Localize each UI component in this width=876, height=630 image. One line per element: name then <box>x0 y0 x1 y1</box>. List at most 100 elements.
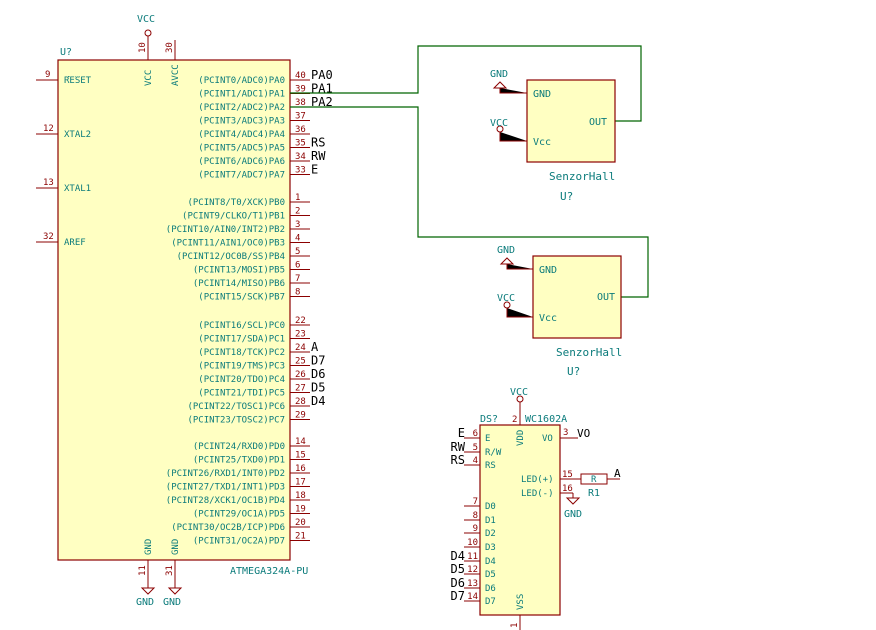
lcd-pin-name: R/W <box>485 448 502 458</box>
mcu-pin-num: 20 <box>295 518 306 528</box>
mcu-net-label: PA1 <box>311 82 333 96</box>
svg-text:12: 12 <box>43 124 54 134</box>
sensor1-out-label: OUT <box>589 117 607 128</box>
mcu-pin-num: 14 <box>295 437 306 447</box>
mcu-value: ATMEGA324A-PU <box>230 566 308 577</box>
sensor1-gnd-label: GND <box>533 89 551 100</box>
mcu-pin-num: 7 <box>295 274 300 284</box>
lcd-right-pin-ledp: LED(+) 15 <box>521 470 581 485</box>
mcu-pin-num: 35 <box>295 139 306 149</box>
lcd-display[interactable]: DS? WC1602A VCC 2 VDD 1 VSS E6ER/W5RWRS4… <box>451 387 591 630</box>
svg-text:VCC: VCC <box>144 70 154 86</box>
lcd-left-pin: D29 <box>464 524 496 539</box>
svg-text:3: 3 <box>563 428 568 438</box>
lcd-pin-name: D0 <box>485 502 496 512</box>
mcu-vcc-power: VCC <box>137 14 155 25</box>
mcu-net-label: A <box>311 340 319 354</box>
lcd-net-label: E <box>458 426 465 440</box>
mcu-left-pin-3: 13 XTAL1 <box>36 178 91 194</box>
sensor1-value: SenzorHall <box>549 170 615 183</box>
mcu-pin-name: (PCINT31/OC2A)PD7 <box>193 537 285 547</box>
lcd-pin-name: D1 <box>485 516 496 526</box>
mcu-pin-name: (PCINT22/TOSC1)PC6 <box>187 402 285 412</box>
svg-text:32: 32 <box>43 232 54 242</box>
mcu-net-label: D4 <box>311 394 325 408</box>
mcu-pin-num: 39 <box>295 85 306 95</box>
lcd-vdd-num: 2 <box>512 415 517 425</box>
resistor-r1[interactable]: R R1 A <box>580 467 621 499</box>
sensor2-vcc-power: VCC <box>497 293 515 304</box>
mcu-net-label: RS <box>311 136 325 150</box>
svg-text:AREF: AREF <box>64 238 86 248</box>
mcu-pin-num: 34 <box>295 152 306 162</box>
lcd-pin-num: 13 <box>467 579 478 589</box>
lcd-pin-num: 10 <box>467 538 478 548</box>
mcu-pin-name: (PCINT16/SCL)PC0 <box>198 321 285 331</box>
svg-text:9: 9 <box>45 70 50 80</box>
mcu-bottom-pin-gnd1: GND 11 GND <box>136 539 156 608</box>
lcd-pin-num: 4 <box>473 456 478 466</box>
lcd-ref: DS? <box>480 414 498 425</box>
mcu-symbol[interactable]: U? ATMEGA324A-PU 9 RESET 12 XTAL2 13 XTA… <box>36 14 333 608</box>
mcu-pin-name: (PCINT21/TDI)PC5 <box>198 389 285 399</box>
lcd-value: WC1602A <box>525 414 567 425</box>
mcu-pin-num: 37 <box>295 112 306 122</box>
sensor1-ref: U? <box>560 190 573 203</box>
mcu-left-pin-2: 12 XTAL2 <box>36 124 91 140</box>
hall-sensor-2[interactable]: GND Vcc OUT GND VCC SenzorHall U? <box>497 245 622 378</box>
mcu-pin-name: (PCINT1/ADC1)PA1 <box>198 90 285 100</box>
lcd-pin-name: RS <box>485 461 496 471</box>
sensor2-gnd-power: GND <box>497 245 515 256</box>
lcd-pin-name: D7 <box>485 597 496 607</box>
lcd-pin-num: 14 <box>467 592 478 602</box>
mcu-pin-num: 21 <box>295 532 306 542</box>
hall-sensor-1[interactable]: GND Vcc OUT GND VCC SenzorHall U? <box>490 69 616 203</box>
lcd-net-label: RS <box>451 453 465 467</box>
mcu-pin-name: (PCINT23/TOSC2)PC7 <box>187 416 285 426</box>
wire-pa2-sensor2 <box>290 106 649 298</box>
mcu-pin-num: 29 <box>295 411 306 421</box>
sensor2-body <box>532 255 622 339</box>
svg-text:GND: GND <box>136 597 154 608</box>
lcd-left-pin: E6E <box>458 426 491 444</box>
mcu-pin-name: (PCINT6/ADC6)PA6 <box>198 157 285 167</box>
mcu-pin-name: (PCINT25/TXD0)PD1 <box>193 456 285 466</box>
mcu-pin-num: 23 <box>295 330 306 340</box>
mcu-pin-num: 5 <box>295 247 300 257</box>
svg-text:GND: GND <box>163 597 181 608</box>
mcu-pin-num: 2 <box>295 207 300 217</box>
mcu-top-pin-vcc: VCC 10 VCC <box>137 14 155 86</box>
svg-text:10: 10 <box>138 42 148 53</box>
mcu-pin-name: (PCINT19/TMS)PC3 <box>198 362 285 372</box>
mcu-pin-num: 24 <box>295 343 306 353</box>
mcu-pin-name: (PCINT8/T0/XCK)PB0 <box>187 198 285 208</box>
sensor2-ref: U? <box>567 365 580 378</box>
lcd-net-label: RW <box>451 440 466 454</box>
svg-text:15: 15 <box>562 470 573 480</box>
lcd-pin-name: D2 <box>485 529 496 539</box>
lcd-right-pin-ledm: LED(-) 16 GND <box>521 484 582 520</box>
mcu-pin-name: (PCINT2/ADC2)PA2 <box>198 103 285 113</box>
lcd-pin-num: 7 <box>473 497 478 507</box>
lcd-vss-num: 1 <box>510 623 520 628</box>
mcu-pin-num: 1 <box>295 193 300 203</box>
svg-text:VO: VO <box>542 434 553 444</box>
mcu-pin-name: (PCINT17/SDA)PC1 <box>198 335 285 345</box>
mcu-pin-num: 17 <box>295 478 306 488</box>
mcu-pin-name: (PCINT10/AIN0/INT2)PB2 <box>166 225 285 235</box>
sensor1-vcc-power: VCC <box>490 118 508 129</box>
